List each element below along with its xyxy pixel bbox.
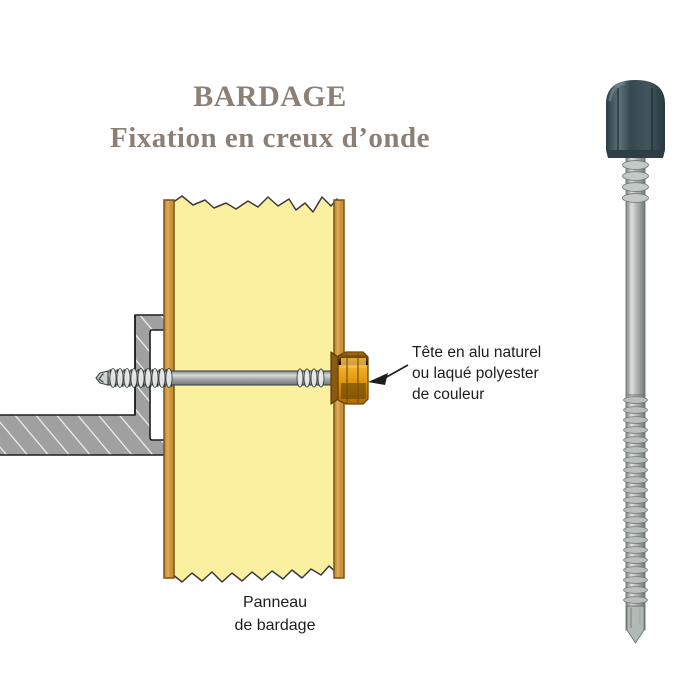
lower-thread-band bbox=[623, 396, 648, 604]
callout-line-3: de couleur bbox=[412, 386, 485, 403]
hex-head-cap bbox=[606, 80, 665, 158]
upper-thread-band bbox=[622, 160, 649, 203]
steel-purlin-section bbox=[0, 314, 173, 456]
hex-head-gold bbox=[337, 351, 369, 405]
self-drilling-screw-product-view bbox=[606, 80, 665, 644]
caption-line-2: de bardage bbox=[234, 617, 316, 634]
callout-line-1: Tête en alu naturel bbox=[412, 344, 542, 361]
panel-caption: Panneau de bardage bbox=[200, 591, 350, 637]
sealing-washer bbox=[330, 351, 339, 405]
thread-right bbox=[296, 368, 325, 388]
self-drilling-screw-in-section bbox=[95, 351, 369, 405]
cladding-panel bbox=[163, 195, 345, 583]
left-arrow-icon bbox=[368, 373, 388, 385]
caption-line-1: Panneau bbox=[242, 594, 308, 611]
drill-point-tip bbox=[626, 605, 645, 644]
page-title: BARDAGE bbox=[193, 80, 347, 113]
callout-annotation: Tête en alu naturel ou laqué polyester d… bbox=[412, 342, 541, 405]
callout-leader bbox=[368, 364, 409, 385]
page-subtitle: Fixation en creux d’onde bbox=[110, 122, 430, 154]
callout-line-2: ou laqué polyester bbox=[412, 365, 539, 382]
